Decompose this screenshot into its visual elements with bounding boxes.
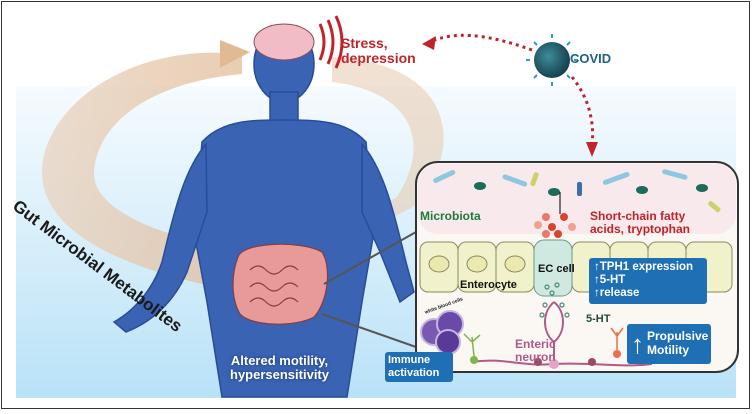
- arc-arrowhead: [220, 40, 250, 68]
- immune-activation-box: Immune activation: [385, 352, 453, 382]
- stress-label-line1: Stress,: [341, 35, 388, 51]
- motility-label-line1: Propulsive: [647, 329, 709, 344]
- ec-effect-1: ↑TPH1 expression: [594, 261, 694, 273]
- neuron-green: [470, 356, 478, 364]
- brain: [253, 23, 315, 61]
- scfa-label-line2: acids, tryptophan: [590, 221, 691, 236]
- serotonin-granules: [539, 282, 570, 318]
- intestines: [232, 243, 329, 325]
- motility-up-arrow: ↑: [631, 329, 644, 359]
- covid-to-gut-arrow: [570, 76, 595, 148]
- ec-cell: [533, 239, 573, 297]
- ec-effect-3: ↑release: [594, 287, 640, 300]
- ec-effects-box: ↑TPH1 expression ↑5-HT ↑release: [589, 258, 707, 304]
- microbiota-label: Microbiota: [420, 209, 481, 223]
- covid-virus-icon: [526, 34, 578, 86]
- metabolite-arc: [42, 52, 252, 294]
- scfa-label: Short-chain fatty acids, tryptophan: [590, 210, 690, 236]
- stress-waves: [318, 15, 344, 69]
- immune-label-line1: Immune: [388, 354, 431, 366]
- enterocyte-label: Enterocyte: [460, 279, 517, 291]
- gut-label-line2: hypersensitivity: [230, 367, 329, 383]
- stress-label: Stress, depression: [341, 35, 416, 67]
- enteric-neuron-label: Enteric neuron: [515, 338, 556, 364]
- neuron-orange: [613, 350, 621, 358]
- enteric-label-line1: Enteric: [515, 337, 556, 351]
- connector-line: [321, 313, 417, 348]
- ec-cell-label: EC cell: [538, 263, 575, 275]
- stress-label-line2: depression: [341, 50, 416, 67]
- enteric-label-line2: neuron: [515, 349, 556, 364]
- connector-line: [323, 231, 417, 285]
- scfa-molecules: [534, 213, 576, 238]
- covid-label: COVID: [570, 51, 612, 66]
- white-blood-cells: [420, 310, 464, 355]
- motility-label-line2: Motility: [647, 343, 689, 357]
- covid-to-brain-arrow: [429, 33, 533, 52]
- scfa-label-line1: Short-chain fatty: [590, 209, 686, 223]
- gut-label-line1: Altered motility,: [230, 353, 329, 368]
- immune-label-line2: activation: [388, 366, 440, 379]
- ec-effect-2: ↑5-HT: [594, 274, 626, 287]
- bacteria: [433, 169, 721, 213]
- serotonin-label: 5-HT: [586, 313, 611, 325]
- motility-box: ↑ Propulsive Motility: [627, 324, 711, 364]
- gut-label: Altered motility, hypersensitivity: [230, 353, 329, 383]
